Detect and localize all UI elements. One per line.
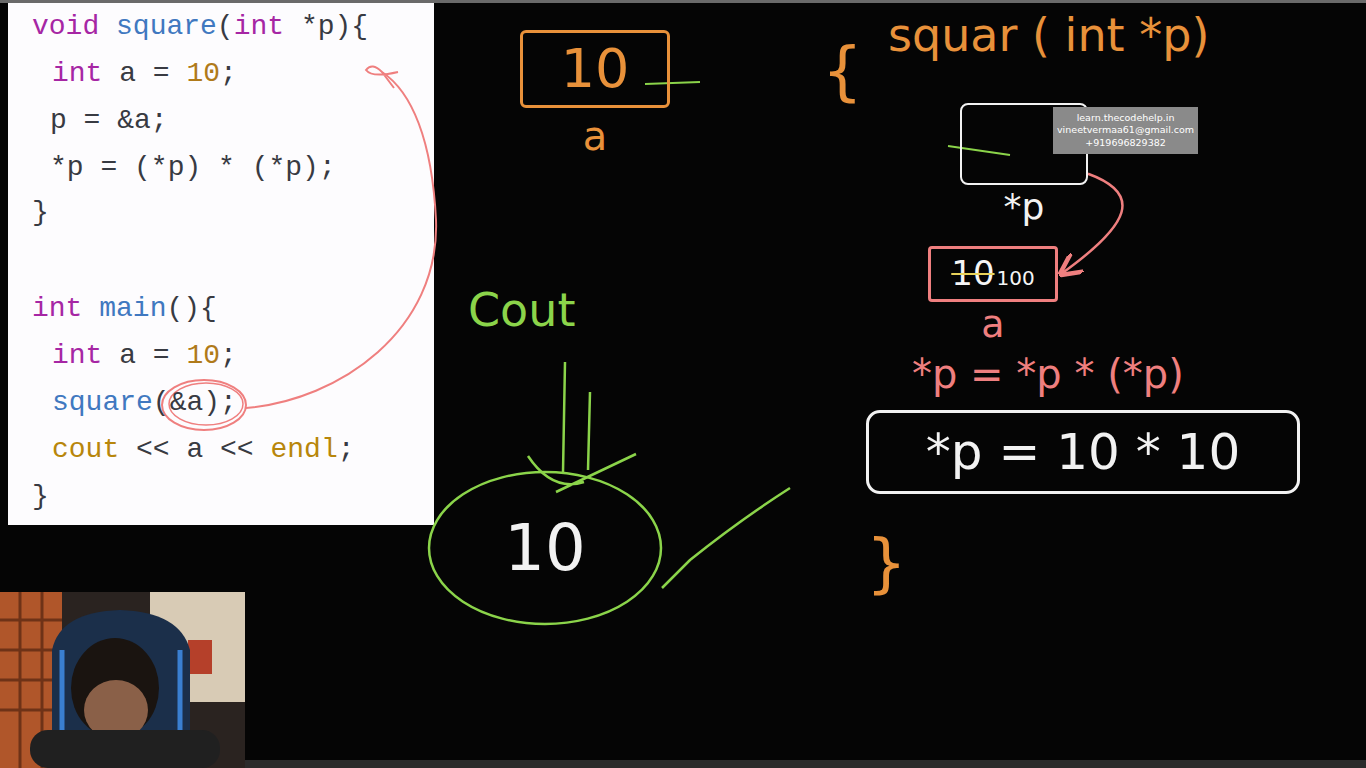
code-token bbox=[99, 11, 116, 42]
box-label: a bbox=[928, 304, 1058, 346]
code-token: = (* bbox=[84, 152, 168, 183]
code-line: int a = 10; bbox=[52, 339, 237, 373]
code-token: ) * (* bbox=[184, 152, 285, 183]
box-text: 10 bbox=[951, 255, 994, 292]
box-content: *p = 10 * 10 bbox=[926, 425, 1240, 480]
variable-box: 10a bbox=[520, 30, 670, 150]
code-panel-background bbox=[8, 3, 434, 525]
code-token: * bbox=[50, 152, 67, 183]
ellipse-shape bbox=[429, 472, 661, 624]
code-token: p bbox=[168, 152, 185, 183]
brace: { bbox=[822, 36, 863, 106]
code-token: p bbox=[285, 152, 302, 183]
code-token bbox=[82, 293, 99, 324]
code-token: int bbox=[52, 58, 102, 89]
watermark-text: +919696829382 bbox=[1085, 137, 1166, 149]
call-arc-head bbox=[366, 66, 398, 88]
code-token bbox=[102, 340, 119, 371]
code-line: cout << a << endl; bbox=[52, 433, 355, 467]
box-content: 10 bbox=[561, 39, 630, 98]
code-token: << bbox=[203, 434, 270, 465]
code-token: endl bbox=[270, 434, 337, 465]
handwritten-signature: squar ( int *p) bbox=[888, 10, 1209, 61]
code-panel: void square(int *p){int a = 10;p = &a;*p… bbox=[8, 3, 434, 525]
ellipse-text: 10 bbox=[504, 513, 585, 583]
code-line: p = &a; bbox=[50, 104, 168, 138]
expression-box: *p = 10 * 10 bbox=[866, 410, 1300, 494]
box-content: 10100 bbox=[951, 255, 1034, 292]
code-token: << bbox=[119, 434, 186, 465]
code-token: * bbox=[284, 11, 318, 42]
code-token: ; bbox=[220, 340, 237, 371]
code-token: } bbox=[32, 197, 49, 228]
box-text: 100 bbox=[997, 267, 1035, 289]
code-token: = bbox=[136, 340, 186, 371]
code-token: ; bbox=[338, 434, 355, 465]
code-line: int main(){ bbox=[32, 292, 217, 326]
code-token: = bbox=[136, 58, 186, 89]
code-line: *p = (*p) * (*p); bbox=[50, 151, 336, 185]
code-token bbox=[102, 58, 119, 89]
code-token: a bbox=[119, 58, 136, 89]
code-token: p bbox=[318, 11, 335, 42]
box-label: a bbox=[520, 114, 670, 158]
code-token: 10 bbox=[186, 340, 220, 371]
box-text: *p = 10 * 10 bbox=[926, 425, 1240, 480]
code-token: 10 bbox=[186, 58, 220, 89]
value-ellipse: 10 bbox=[426, 468, 664, 628]
code-token: int bbox=[234, 11, 284, 42]
box-outline: 10 bbox=[520, 30, 670, 108]
code-line: int a = 10; bbox=[52, 57, 237, 91]
code-token: main bbox=[99, 293, 166, 324]
code-token: int bbox=[32, 293, 82, 324]
code-token: int bbox=[52, 340, 102, 371]
code-token: } bbox=[32, 481, 49, 512]
webcam-inset bbox=[0, 592, 245, 768]
code-token: a bbox=[134, 105, 151, 136]
code-token: = & bbox=[67, 105, 134, 136]
variable-box: 10100 a bbox=[928, 246, 1058, 350]
check-mark bbox=[662, 488, 790, 588]
box-outline: *p = 10 * 10 bbox=[866, 410, 1300, 494]
box-label: *p bbox=[960, 187, 1088, 227]
watermark-text: vineetvermaa61@gmail.com bbox=[1057, 124, 1194, 136]
code-token: ){ bbox=[335, 11, 369, 42]
code-line: } bbox=[32, 480, 49, 514]
code-token: ; bbox=[151, 105, 168, 136]
code-line: square(&a); bbox=[52, 386, 237, 420]
code-token: (){ bbox=[166, 293, 216, 324]
top-strip bbox=[0, 0, 1366, 3]
code-token: ); bbox=[302, 152, 336, 183]
handwritten-expression: *p = *p * (*p) bbox=[912, 352, 1184, 396]
code-token: a bbox=[186, 434, 203, 465]
code-line: void square(int *p){ bbox=[32, 10, 368, 44]
code-token: ( bbox=[217, 11, 234, 42]
handwritten-note: Cout bbox=[468, 285, 575, 336]
watermark-text: learn.thecodehelp.in bbox=[1077, 112, 1175, 124]
value-stroke bbox=[948, 146, 1010, 155]
code-line: } bbox=[32, 196, 49, 230]
box-outline: 10100 bbox=[928, 246, 1058, 302]
code-token: ); bbox=[203, 387, 237, 418]
code-token: void bbox=[32, 11, 99, 42]
code-token: ; bbox=[220, 58, 237, 89]
pointer-arrow bbox=[1061, 174, 1123, 274]
brace: } bbox=[866, 528, 907, 598]
code-token: (& bbox=[153, 387, 187, 418]
code-token: cout bbox=[52, 434, 119, 465]
call-arc bbox=[246, 72, 436, 408]
code-token: p bbox=[67, 152, 84, 183]
box-text: 10 bbox=[561, 39, 630, 98]
code-token: a bbox=[119, 340, 136, 371]
cout-lines bbox=[563, 362, 590, 472]
code-token: square bbox=[116, 11, 217, 42]
tick-stroke bbox=[645, 82, 700, 84]
watermark-box: learn.thecodehelp.invineetvermaa61@gmail… bbox=[1053, 107, 1198, 154]
code-token: a bbox=[186, 387, 203, 418]
code-token: square bbox=[52, 387, 153, 418]
code-token: p bbox=[50, 105, 67, 136]
